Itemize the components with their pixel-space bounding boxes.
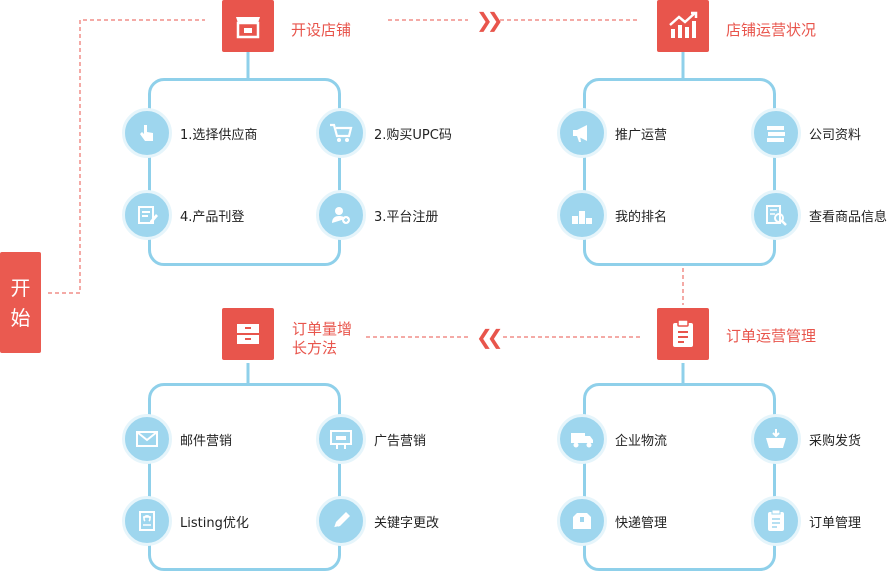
item-label: 企业物流: [615, 433, 668, 449]
clipboard-icon: [657, 308, 709, 360]
item-label: 订单管理: [809, 515, 862, 531]
basket-download-icon: [751, 414, 801, 464]
order-clipboard-icon: [751, 496, 801, 546]
start-label-1: 开: [10, 275, 31, 300]
item-label: 4.产品刊登: [180, 209, 245, 225]
item-label: 快递管理: [615, 515, 668, 531]
item-label: 3.平台注册: [374, 209, 439, 225]
start-label-2: 始: [10, 305, 31, 330]
item-select-supplier[interactable]: 1.选择供应商: [122, 108, 257, 158]
item-label: 关键字更改: [374, 515, 440, 531]
stage-title-line: 订单量增: [292, 320, 353, 338]
item-platform-register[interactable]: 3.平台注册: [316, 190, 438, 240]
podium-icon: [557, 190, 607, 240]
item-email-marketing[interactable]: 邮件营销: [122, 414, 232, 464]
package-icon: [557, 496, 607, 546]
item-label: 推广运营: [615, 127, 668, 143]
panel-open-shop: [148, 78, 341, 266]
stage-title-shop-operation: 店铺运营状况: [726, 21, 817, 39]
cabinet-icon: [222, 308, 274, 360]
item-label: 2.购买UPC码: [374, 127, 452, 143]
billboard-icon: [316, 414, 366, 464]
panel-order-management: [583, 383, 776, 571]
item-express-management[interactable]: 快递管理: [557, 496, 667, 546]
stage-title-open-shop: 开设店铺: [291, 21, 352, 39]
books-icon: [751, 108, 801, 158]
item-label: 查看商品信息: [809, 209, 888, 225]
panel-shop-operation: [583, 78, 776, 266]
item-promotion[interactable]: 推广运营: [557, 108, 667, 158]
edit-form-icon: [122, 190, 172, 240]
growth-chart-icon: [657, 0, 709, 52]
megaphone-icon: [557, 108, 607, 158]
item-label: 邮件营销: [180, 433, 233, 449]
chevron-right-icon: ❯❯: [476, 8, 503, 32]
start-block: 开 始: [0, 252, 41, 353]
stage-title-order-management: 订单运营管理: [726, 327, 817, 345]
panel-order-growth: [148, 383, 341, 571]
item-label: Listing优化: [180, 515, 249, 531]
item-label: 公司资料: [809, 127, 862, 143]
store-icon: [222, 0, 274, 52]
item-listing-optimize[interactable]: Listing优化: [122, 496, 249, 546]
list-refresh-icon: [122, 496, 172, 546]
item-product-listing[interactable]: 4.产品刊登: [122, 190, 244, 240]
item-order-management[interactable]: 订单管理: [751, 496, 861, 546]
item-my-ranking[interactable]: 我的排名: [557, 190, 667, 240]
item-keyword-change[interactable]: 关键字更改: [316, 496, 439, 546]
stage-title-order-growth: 订单量增 长方法: [292, 320, 352, 358]
hand-pointer-icon: [122, 108, 172, 158]
item-label: 我的排名: [615, 209, 668, 225]
item-enterprise-logistics[interactable]: 企业物流: [557, 414, 667, 464]
item-company-info[interactable]: 公司资料: [751, 108, 861, 158]
pencil-icon: [316, 496, 366, 546]
item-ad-marketing[interactable]: 广告营销: [316, 414, 426, 464]
item-view-product-info[interactable]: 查看商品信息: [751, 190, 887, 240]
stage-title-line: 长方法: [292, 339, 338, 357]
item-buy-upc[interactable]: 2.购买UPC码: [316, 108, 452, 158]
item-purchase-shipping[interactable]: 采购发货: [751, 414, 861, 464]
document-search-icon: [751, 190, 801, 240]
item-label: 1.选择供应商: [180, 127, 258, 143]
mail-icon: [122, 414, 172, 464]
chevron-left-icon: ❮❮: [476, 325, 503, 349]
item-label: 广告营销: [374, 433, 427, 449]
item-label: 采购发货: [809, 433, 862, 449]
truck-icon: [557, 414, 607, 464]
shopping-cart-icon: [316, 108, 366, 158]
user-add-icon: [316, 190, 366, 240]
